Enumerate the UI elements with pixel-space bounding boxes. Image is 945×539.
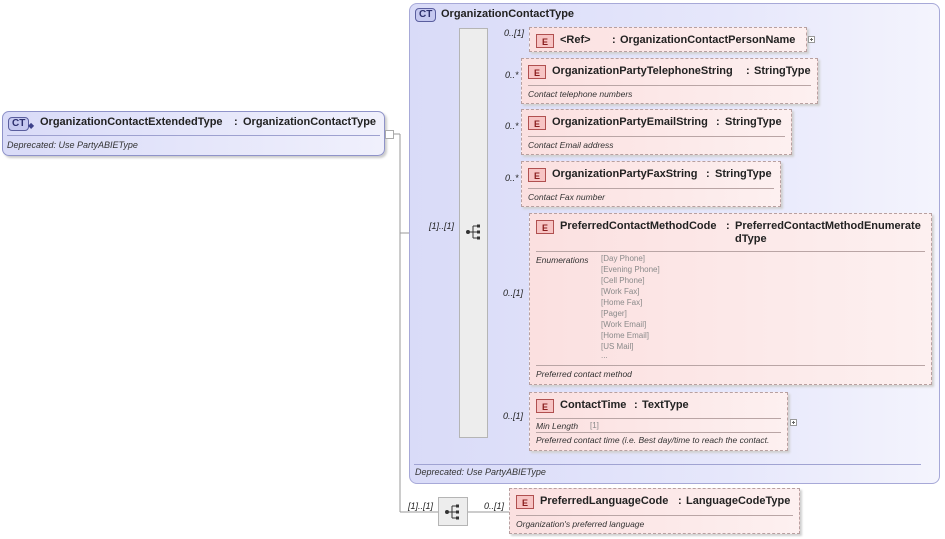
element-badge: E: [536, 34, 554, 48]
element-name: ContactTime: [560, 399, 627, 411]
element-type: StringType: [715, 168, 772, 180]
element-doc: Organization's preferred language: [516, 519, 645, 529]
element-doc: Preferred contact time (i.e. Best day/ti…: [536, 435, 770, 445]
element-colon: :: [612, 34, 616, 46]
enumeration-value: [Work Email]: [601, 320, 647, 329]
element-multiplicity: 0..*: [505, 173, 519, 183]
element-name: OrganizationPartyEmailString: [552, 116, 708, 128]
facet-value: [1]: [590, 421, 599, 430]
sequence-icon: [466, 224, 480, 240]
extension-icon: ◆: [28, 121, 35, 130]
element-type-line1: PreferredContactMethodEnumerate: [735, 220, 921, 232]
element-badge: E: [528, 168, 546, 182]
element-name: OrganizationPartyTelephoneString: [552, 65, 733, 77]
element-separator: [536, 418, 781, 419]
extension-sequence-multiplicity: [1]..[1]: [408, 501, 434, 511]
base-type-separator: [414, 464, 921, 465]
element-separator: [528, 85, 811, 86]
complex-type-badge: CT: [8, 117, 30, 131]
element-organization-party-telephone-string[interactable]: E OrganizationPartyTelephoneString : Str…: [521, 58, 818, 104]
base-type-name: OrganizationContactType: [441, 8, 575, 20]
element-separator: [528, 136, 785, 137]
enumeration-value: [US Mail]: [601, 342, 634, 351]
enumeration-value: [Pager]: [601, 309, 627, 318]
facet-label: Enumerations: [536, 255, 589, 265]
element-type: TextType: [642, 399, 689, 411]
enumeration-value: [Day Phone]: [601, 254, 646, 263]
element-type: StringType: [725, 116, 782, 128]
element-organization-party-email-string[interactable]: E OrganizationPartyEmailString : StringT…: [521, 109, 792, 155]
enumeration-value: [Work Fax]: [601, 287, 640, 296]
root-base-type: OrganizationContactType: [243, 116, 377, 128]
element-doc: Contact Email address: [528, 140, 614, 150]
complex-type-badge: CT: [415, 8, 437, 22]
element-name: <Ref>: [560, 34, 591, 46]
element-contact-time[interactable]: E ContactTime : TextType Min Length [1] …: [529, 392, 788, 451]
element-preferred-contact-method-code[interactable]: E PreferredContactMethodCode : Preferred…: [529, 213, 932, 385]
element-preferred-language-code[interactable]: E PreferredLanguageCode : LanguageCodeTy…: [509, 488, 800, 534]
facet-label: Min Length: [536, 421, 579, 431]
element-badge: E: [536, 399, 554, 413]
element-badge: E: [528, 65, 546, 79]
root-collapse-toggle[interactable]: [385, 130, 394, 139]
expand-icon[interactable]: [808, 36, 815, 43]
element-colon: :: [706, 168, 710, 180]
enumeration-value: [Home Fax]: [601, 298, 643, 307]
element-ref-contact-person-name[interactable]: E <Ref> : OrganizationContactPersonName: [529, 27, 807, 52]
element-badge: E: [528, 116, 546, 130]
element-colon: :: [716, 116, 720, 128]
root-doc: Deprecated: Use PartyABIEType: [7, 140, 138, 150]
element-colon: :: [678, 495, 682, 507]
element-type: StringType: [754, 65, 811, 77]
element-colon: :: [634, 399, 638, 411]
element-doc: Preferred contact method: [536, 369, 632, 379]
element-doc: Contact telephone numbers: [528, 89, 633, 99]
sequence-icon: [445, 504, 459, 520]
element-multiplicity: 0..*: [505, 70, 519, 80]
element-badge: E: [536, 220, 554, 234]
element-multiplicity: 0..[1]: [503, 288, 524, 298]
element-separator: [528, 188, 774, 189]
element-name: OrganizationPartyFaxString: [552, 168, 698, 180]
element-multiplicity: 0..[1]: [484, 501, 505, 511]
root-type-name: OrganizationContactExtendedType: [40, 116, 223, 128]
root-complex-type[interactable]: CT ◆ OrganizationContactExtendedType : O…: [2, 111, 385, 156]
element-doc: Contact Fax number: [528, 192, 606, 202]
enumeration-value: [Home Email]: [601, 331, 650, 340]
enumeration-value: [Evening Phone]: [601, 265, 660, 274]
element-name: PreferredLanguageCode: [540, 495, 669, 507]
element-type-line2: dType: [735, 233, 767, 245]
expand-icon[interactable]: [790, 419, 797, 426]
element-multiplicity: 0..*: [505, 121, 519, 131]
element-name: PreferredContactMethodCode: [560, 220, 717, 232]
sequence-multiplicity: [1]..[1]: [429, 221, 455, 231]
element-colon: :: [726, 220, 730, 232]
root-separator: [7, 135, 380, 136]
element-badge: E: [516, 495, 534, 509]
element-multiplicity: 0..[1]: [504, 28, 525, 38]
element-separator: [536, 365, 925, 366]
element-separator: [536, 251, 925, 252]
element-separator: [516, 515, 793, 516]
element-multiplicity: 0..[1]: [503, 411, 524, 421]
base-type-doc: Deprecated: Use PartyABIEType: [415, 467, 546, 477]
enumeration-value: ...: [601, 351, 608, 360]
element-type: LanguageCodeType: [686, 495, 791, 507]
element-colon: :: [746, 65, 750, 77]
root-type-colon: :: [234, 116, 238, 128]
element-organization-party-fax-string[interactable]: E OrganizationPartyFaxString : StringTyp…: [521, 161, 781, 207]
enumeration-value: [Cell Phone]: [601, 276, 645, 285]
element-type: OrganizationContactPersonName: [620, 34, 796, 46]
element-separator: [536, 432, 781, 433]
